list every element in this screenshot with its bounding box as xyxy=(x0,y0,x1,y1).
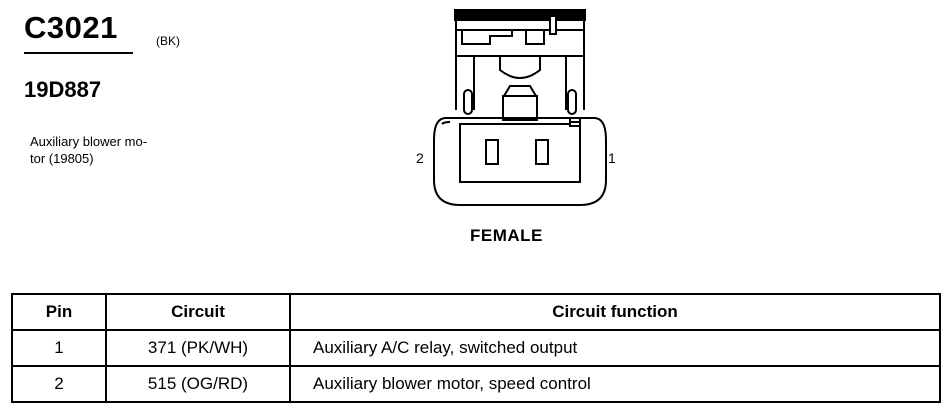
connector-latch xyxy=(454,9,586,121)
part-number: 19D887 xyxy=(24,77,102,102)
description-line-1: Auxiliary blower mo- xyxy=(30,134,148,149)
pin-circuit-table: Pin Circuit Circuit function 1 371 (PK/W… xyxy=(11,293,941,403)
pin-label-2: 2 xyxy=(416,150,424,166)
row-circuit-function: Auxiliary A/C relay, switched output xyxy=(289,329,941,367)
connector-color: (BK) xyxy=(156,34,180,48)
table-row: 1 371 (PK/WH) Auxiliary A/C relay, switc… xyxy=(11,329,941,367)
connector-description: Auxiliary blower mo- tor (19805) xyxy=(30,133,200,167)
header-circuit: Circuit xyxy=(105,293,291,331)
connector-face-drawing xyxy=(433,9,607,206)
terminal-cavity xyxy=(459,123,581,183)
terminal-pin-1 xyxy=(535,139,549,165)
connector-id: C3021 xyxy=(24,10,118,45)
header-circuit-function: Circuit function xyxy=(289,293,941,331)
table-header-row: Pin Circuit Circuit function xyxy=(11,293,941,331)
pin-label-1: 1 xyxy=(608,150,616,166)
row-pin: 2 xyxy=(11,365,107,403)
description-line-2: tor (19805) xyxy=(30,151,94,166)
row-pin: 1 xyxy=(11,329,107,367)
connector-gender-label: FEMALE xyxy=(470,226,543,245)
row-circuit-function: Auxiliary blower motor, speed control xyxy=(289,365,941,403)
terminal-pin-2 xyxy=(485,139,499,165)
row-circuit: 371 (PK/WH) xyxy=(105,329,291,367)
connector-body xyxy=(433,117,607,206)
connector-id-underline xyxy=(24,52,133,54)
header-pin: Pin xyxy=(11,293,107,331)
row-circuit: 515 (OG/RD) xyxy=(105,365,291,403)
table-row: 2 515 (OG/RD) Auxiliary blower motor, sp… xyxy=(11,365,941,403)
